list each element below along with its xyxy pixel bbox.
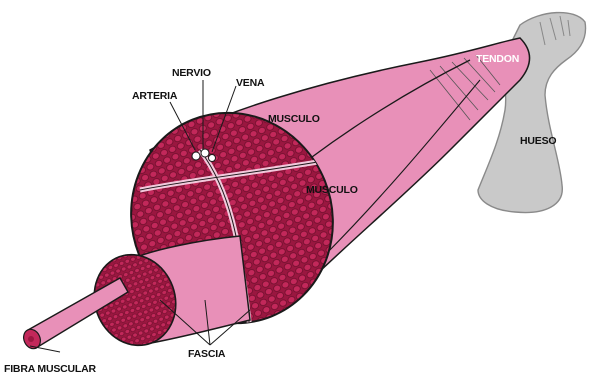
label-musculo-top: MUSCULO [268, 113, 320, 125]
label-arteria: ARTERIA [132, 90, 178, 102]
label-musculo-mid: MUSCULO [306, 184, 358, 196]
label-hueso: HUESO [520, 135, 556, 147]
label-vena: VENA [236, 77, 265, 89]
label-tendon: TENDON [476, 53, 519, 65]
label-fibra-muscular: FIBRA MUSCULAR [4, 363, 97, 375]
label-fascia: FASCIA [188, 348, 226, 360]
label-nervio: NERVIO [172, 67, 211, 79]
bone-shape [478, 13, 586, 213]
